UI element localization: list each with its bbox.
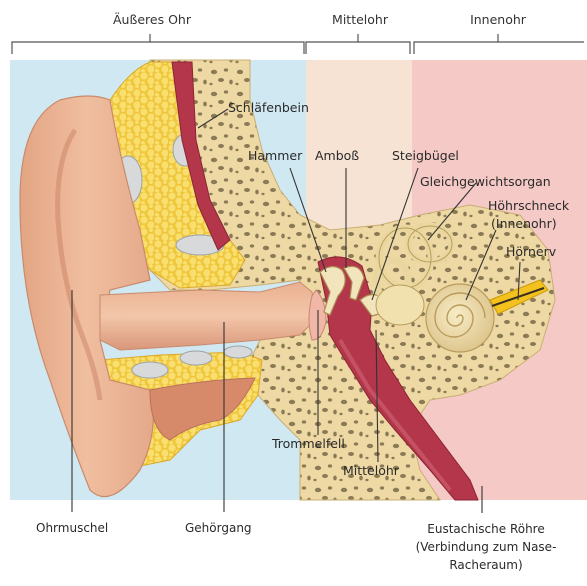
label-hammer: Hammer — [248, 148, 302, 163]
label-stirrup: Steigbügel — [392, 148, 459, 163]
label-auditory-nerve: Hörnerv — [506, 244, 556, 259]
label-balance-organ: Gleichgewichtsorgan — [420, 174, 551, 189]
vestibule — [376, 285, 424, 325]
label-cochlea-2: (Innenohr) — [491, 216, 557, 231]
label-auricle: Ohrmuschel — [36, 521, 108, 536]
cochlea — [426, 284, 494, 352]
label-temporal-bone: Schläfenbein — [228, 100, 309, 115]
section-brackets — [12, 34, 584, 54]
label-anvil: Amboß — [315, 148, 359, 163]
label-middle-ear: Mittelohr — [343, 463, 399, 478]
label-eustachian-1: Eustachische Röhre — [427, 521, 545, 537]
label-eustachian-3: Racheraum) — [449, 557, 522, 573]
label-eardrum: Trommelfell — [272, 436, 345, 451]
section-middle-ear: Mittelohr — [332, 12, 388, 27]
label-eustachian-2: (Verbindung zum Nase- — [416, 539, 557, 555]
label-cochlea-1: Höhrschneck — [488, 198, 569, 213]
section-outer-ear: Äußeres Ohr — [113, 12, 191, 27]
section-inner-ear: Innenohr — [470, 12, 526, 27]
label-ear-canal: Gehörgang — [185, 521, 252, 536]
